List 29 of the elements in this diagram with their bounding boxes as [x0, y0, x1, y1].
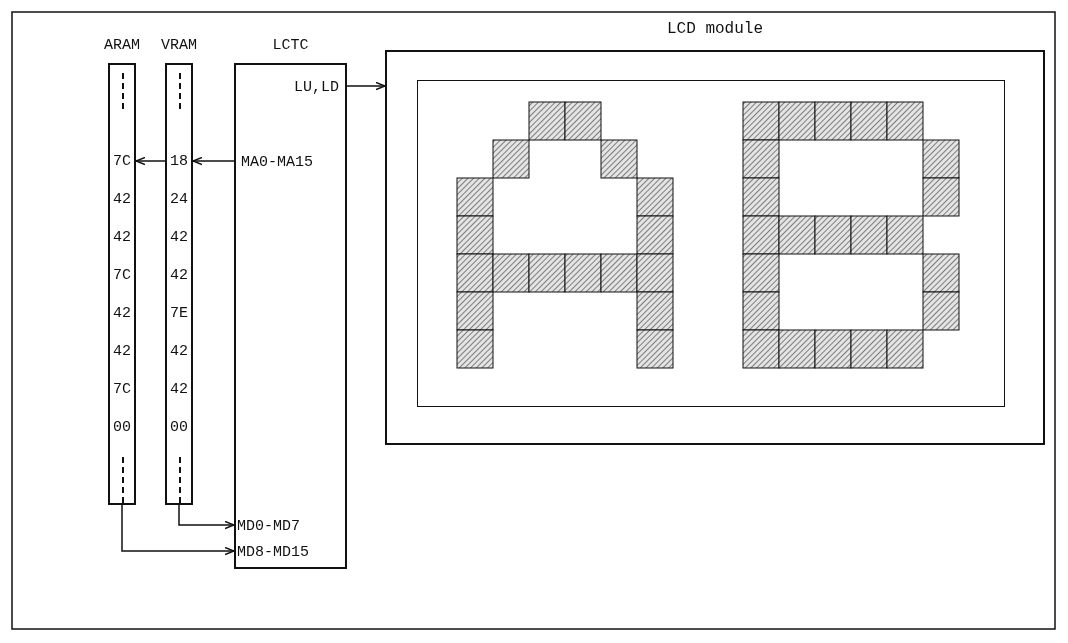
memory-value: 7C	[113, 381, 131, 399]
arrow	[346, 81, 386, 91]
memory-value: 42	[170, 267, 188, 285]
memory-value: 42	[170, 381, 188, 399]
memory-value: 42	[113, 305, 131, 323]
block-heading: LCTC	[272, 37, 309, 55]
memory-value: 42	[113, 229, 131, 247]
memory-value: 00	[170, 419, 188, 437]
arrow	[135, 156, 166, 166]
memory-value: 00	[113, 419, 131, 437]
memory-value: 7E	[170, 305, 188, 323]
module-title: LCD module	[667, 20, 763, 38]
memory-value: 18	[170, 153, 188, 171]
block-heading: ARAM	[104, 37, 140, 55]
memory-value: 7C	[113, 153, 131, 171]
signal-name: MD0-MD7	[237, 518, 300, 536]
arrow	[192, 156, 235, 166]
memory-value: 42	[113, 191, 131, 209]
block-heading: VRAM	[161, 37, 197, 55]
memory-value: 42	[170, 343, 188, 361]
memory-value: 42	[113, 343, 131, 361]
memory-value: 24	[170, 191, 188, 209]
arrow	[178, 504, 235, 530]
signal-name: MD8-MD15	[237, 544, 309, 562]
signal-name: MA0-MA15	[241, 154, 313, 172]
arrow	[121, 504, 235, 556]
memory-value: 7C	[113, 267, 131, 285]
signal-name: LU,LD	[294, 79, 339, 97]
memory-value: 42	[170, 229, 188, 247]
